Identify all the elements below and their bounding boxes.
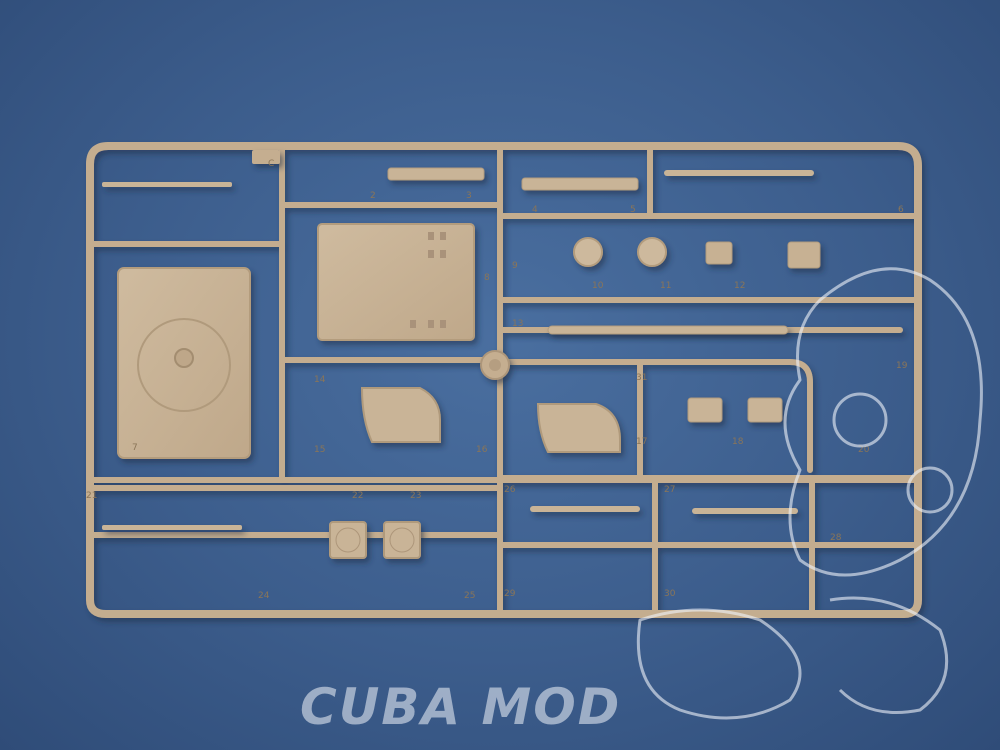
part-number: 29: [504, 589, 516, 599]
part-number: 21: [86, 491, 97, 501]
part-number: 22: [352, 491, 363, 501]
watermark-mascot: [636, 267, 983, 720]
part-number: 5: [630, 205, 636, 215]
part-number: 13: [512, 319, 523, 329]
part-number: 19: [896, 361, 908, 371]
part-number: 30: [664, 589, 676, 599]
part-number: 26: [504, 485, 516, 495]
sprue-parts: [102, 150, 821, 559]
sprue-letter: C: [268, 159, 274, 169]
part-number: 25: [464, 591, 475, 601]
part-number: 8: [484, 273, 490, 283]
part-number: 15: [314, 445, 325, 455]
part-number-labels: 2 3 4 5 6 7 8 9 10 11 12 13 14 15 16 17 …: [86, 159, 908, 601]
part-number: 31: [636, 373, 647, 383]
part-number: 20: [858, 445, 870, 455]
part-number: 6: [898, 205, 904, 215]
part-number: 11: [660, 281, 671, 291]
part-number: 7: [132, 443, 138, 453]
part-number: 12: [734, 281, 745, 291]
part-number: 17: [636, 437, 647, 447]
part-number: 18: [732, 437, 744, 447]
watermark-text: CUBA MODEL: [300, 678, 620, 736]
sprue-frame: [86, 142, 922, 618]
part-number: 3: [466, 191, 472, 201]
part-number: 28: [830, 533, 842, 543]
part-number: 24: [258, 591, 270, 601]
part-number: 27: [664, 485, 675, 495]
part-number: 9: [512, 261, 518, 271]
part-number: 2: [370, 191, 376, 201]
part-number: 23: [410, 491, 421, 501]
part-number: 10: [592, 281, 604, 291]
part-number: 4: [532, 205, 538, 215]
part-number: 16: [476, 445, 488, 455]
part-number: 14: [314, 375, 326, 385]
